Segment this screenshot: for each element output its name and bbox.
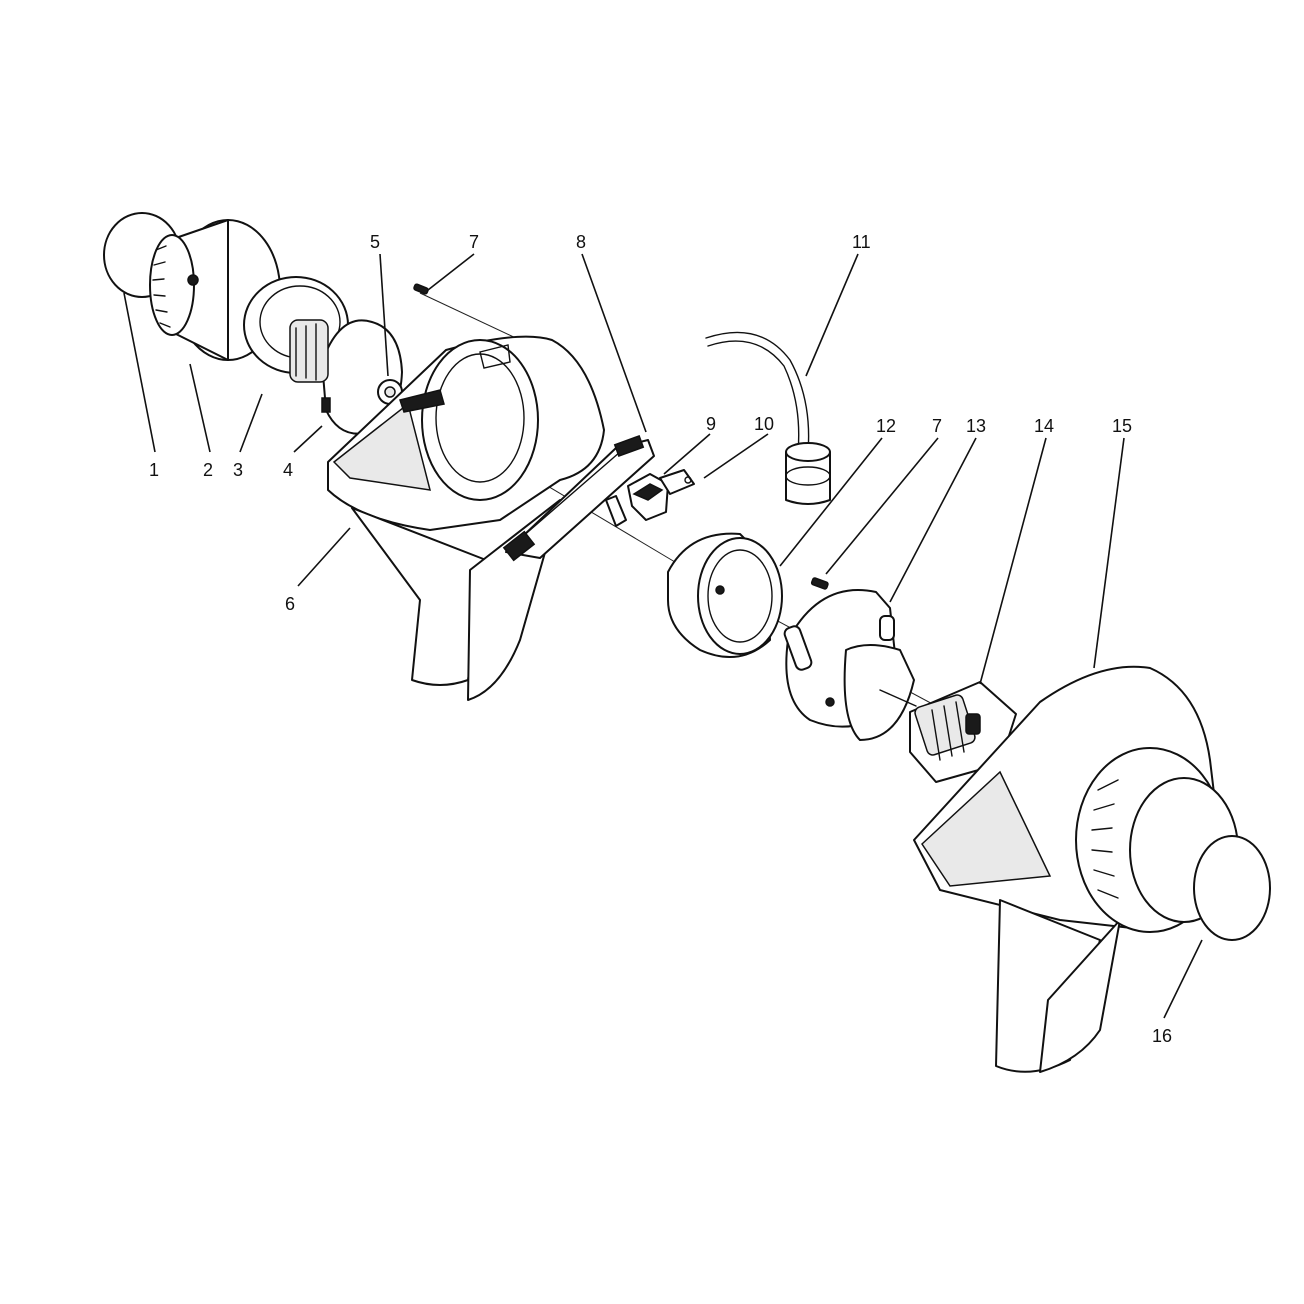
- callout-14: 14: [1034, 416, 1054, 436]
- part-16-front-lens: [1193, 835, 1271, 941]
- callout-15: 15: [1112, 416, 1132, 436]
- part-7-screw-upper: [413, 283, 429, 295]
- part-9-switch: [605, 473, 669, 527]
- callout-11: 11: [852, 232, 871, 252]
- callout-9: 9: [706, 414, 716, 434]
- part-12-lens-housing: [667, 532, 783, 658]
- callout-leader-lines: [123, 253, 1203, 1019]
- callout-12: 12: [876, 416, 896, 436]
- callout-8: 8: [576, 232, 586, 252]
- callout-4: 4: [283, 460, 293, 480]
- callout-16: 16: [1152, 1026, 1172, 1046]
- part-11-power-cord: [705, 331, 831, 505]
- callout-5: 5: [370, 232, 380, 252]
- part-13-battery-cup: [783, 589, 915, 741]
- callout-6: 6: [285, 594, 295, 614]
- callout-1: 1: [149, 460, 159, 480]
- callout-10: 10: [754, 414, 774, 434]
- part-8-switch-strip: [502, 434, 655, 562]
- callout-13: 13: [966, 416, 986, 436]
- part-10-clip: [659, 469, 695, 495]
- callout-3: 3: [233, 460, 243, 480]
- callout-2: 2: [203, 460, 213, 480]
- callout-labels: 1 2 3 4 5 6 7 8 9 10 11 12 7 13 14 15 16: [149, 232, 1172, 1046]
- callout-7-upper: 7: [469, 232, 479, 252]
- callout-7-lower: 7: [932, 416, 942, 436]
- part-7-screw-lower: [810, 577, 829, 590]
- part-4-reflector: [289, 319, 403, 435]
